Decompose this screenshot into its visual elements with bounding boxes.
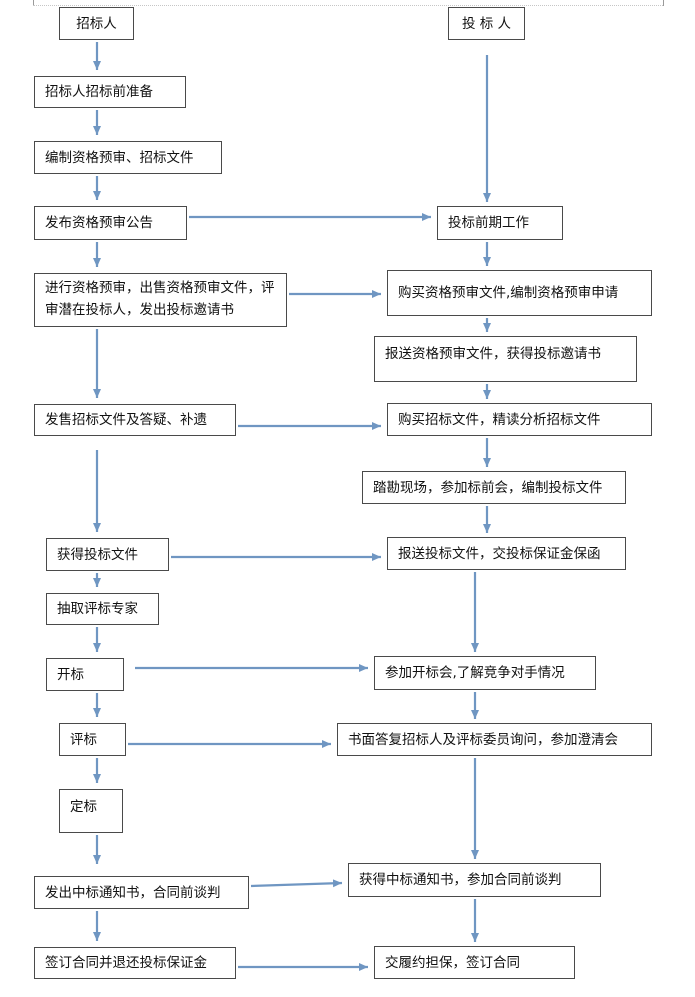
right-step-buy-tender-docs: 购买招标文件，精读分析招标文件 (387, 403, 652, 436)
page-corner-mark-left (33, 0, 34, 6)
left-step-award-notice: 发出中标通知书，合同前谈判 (34, 876, 249, 909)
right-step-submit-bid: 报送投标文件，交投标保证金保函 (387, 537, 626, 570)
bidder-header: 投 标 人 (448, 7, 525, 40)
page-corner-mark-right (663, 0, 664, 6)
left-step-prepare: 招标人招标前准备 (34, 76, 186, 108)
right-step-site-visit: 踏勘现场，参加标前会，编制投标文件 (362, 471, 626, 504)
right-step-preliminary-work: 投标前期工作 (437, 206, 563, 240)
arrow-award-notice-cross (250, 879, 343, 888)
left-step-bid-opening: 开标 (46, 658, 124, 691)
left-step-evaluation: 评标 (59, 723, 126, 756)
left-step-prequalification: 进行资格预审，出售资格预审文件，评审潜在投标人，发出投标邀请书 (34, 273, 287, 327)
tenderer-header: 招标人 (59, 7, 134, 40)
page-header-guide (33, 5, 663, 6)
left-step-receive-bids: 获得投标文件 (46, 538, 169, 571)
left-step-sign-contract: 签订合同并退还投标保证金 (34, 947, 236, 979)
right-step-award-notice: 获得中标通知书，参加合同前谈判 (348, 863, 601, 897)
right-step-submit-prequal: 报送资格预审文件，获得投标邀请书 (374, 336, 637, 382)
left-step-award-decision: 定标 (59, 789, 123, 833)
right-step-buy-prequal-docs: 购买资格预审文件,编制资格预审申请 (387, 270, 652, 316)
right-step-attend-opening: 参加开标会,了解竞争对手情况 (374, 656, 596, 690)
right-step-performance-bond: 交履约担保，签订合同 (374, 946, 575, 979)
left-step-prequal-notice: 发布资格预审公告 (34, 206, 187, 240)
left-step-sell-docs: 发售招标文件及答疑、补遗 (34, 404, 236, 436)
right-step-clarification: 书面答复招标人及评标委员询问，参加澄清会 (337, 723, 652, 756)
left-step-select-experts: 抽取评标专家 (46, 593, 159, 625)
left-step-compile-docs: 编制资格预审、招标文件 (34, 141, 222, 174)
